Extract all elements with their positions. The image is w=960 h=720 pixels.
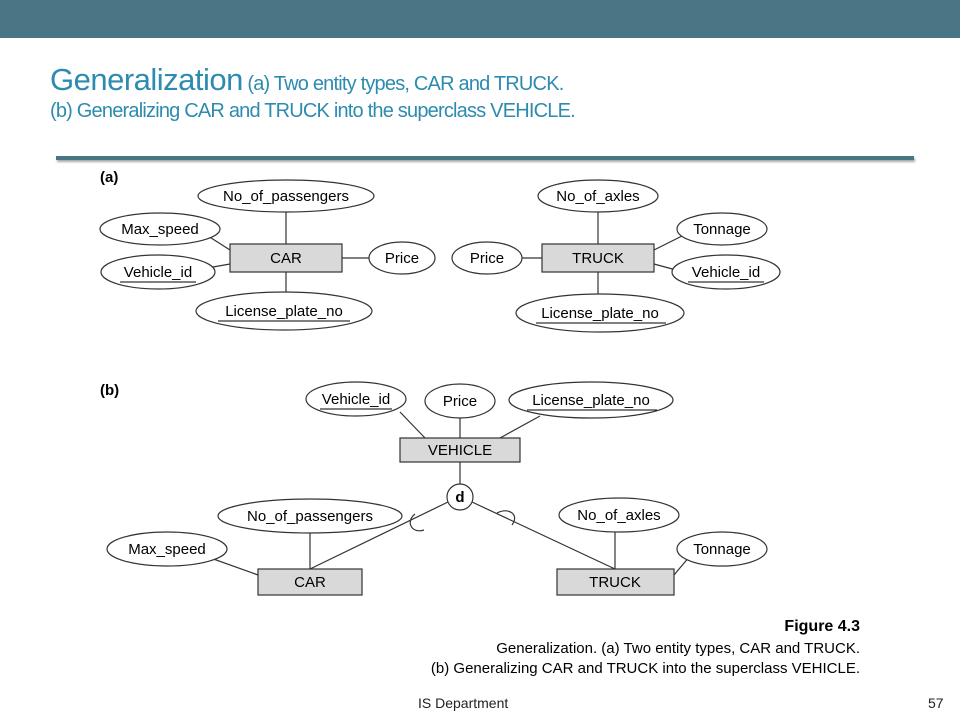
b-truck-attr-axles-ellipse — [558, 497, 680, 533]
a-car-attr-maxspeed: Max_speed — [121, 221, 199, 238]
title-subtitle-line1: (a) Two entity types, CAR and TRUCK. — [247, 73, 564, 95]
part-a-label: (a) — [100, 169, 118, 186]
b-truck-entity-box — [556, 568, 675, 596]
a-truck-entity-box — [541, 243, 655, 273]
b-truck-attr-axles: No_of_axles — [577, 507, 660, 524]
top-bar — [0, 0, 960, 38]
b-vehicle-entity: VEHICLE — [428, 442, 492, 459]
figure-caption-line1: Generalization. (a) Two entity types, CA… — [496, 640, 860, 657]
b-car-entity-box — [257, 568, 363, 596]
b-truck-entity: TRUCK — [589, 574, 641, 591]
a-car-entity-box — [229, 243, 343, 273]
figure-caption-line2: (b) Generalizing CAR and TRUCK into the … — [431, 660, 860, 677]
a-truck-attr-price: Price — [470, 250, 504, 267]
b-truck-attr-tonnage-ellipse — [676, 531, 768, 567]
a-truck-attr-price-ellipse — [451, 241, 523, 275]
a-truck-attr-vehicleid: Vehicle_id — [692, 264, 760, 281]
b-vehicle-attr-license-ellipse — [508, 381, 674, 419]
b-disjoint-circle — [446, 483, 474, 511]
b-vehicle-attr-price-ellipse — [424, 383, 496, 419]
a-truck-entity: TRUCK — [572, 250, 624, 267]
b-vehicle-entity-box — [399, 437, 521, 463]
a-car-attr-license: License_plate_no — [225, 303, 343, 320]
b-truck-attr-tonnage: Tonnage — [693, 541, 751, 558]
part-b-label: (b) — [100, 382, 119, 399]
b-car-entity: CAR — [294, 574, 326, 591]
b-vehicle-attr-price: Price — [443, 393, 477, 410]
b-car-attr-passengers: No_of_passengers — [247, 508, 373, 525]
a-car-attr-vehicleid-ellipse — [100, 254, 216, 290]
figure-number: Figure 4.3 — [784, 618, 860, 635]
title-rule — [56, 156, 914, 160]
b-vehicle-attr-vehicleid-ellipse — [305, 381, 407, 417]
a-truck-attr-tonnage-ellipse — [676, 212, 768, 246]
a-truck-attr-license: License_plate_no — [541, 305, 659, 322]
a-car-attr-price: Price — [385, 250, 419, 267]
a-car-attr-price-ellipse — [368, 241, 436, 275]
a-truck-attr-vehicleid-ellipse — [671, 254, 781, 290]
a-car-attr-vehicleid: Vehicle_id — [124, 264, 192, 281]
a-car-attr-passengers-ellipse — [197, 179, 375, 213]
b-car-attr-maxspeed: Max_speed — [128, 541, 206, 558]
footer-department: IS Department — [418, 695, 509, 711]
slide-title: Generalization (a) Two entity types, CAR… — [50, 64, 930, 121]
b-vehicle-attr-license: License_plate_no — [532, 392, 650, 409]
a-car-attr-passengers: No_of_passengers — [223, 188, 349, 205]
page-number: 57 — [928, 695, 944, 711]
a-car-entity: CAR — [270, 250, 302, 267]
a-truck-attr-axles: No_of_axles — [556, 188, 639, 205]
a-truck-attr-axles-ellipse — [537, 179, 659, 213]
title-subtitle-line2: (b) Generalizing CAR and TRUCK into the … — [50, 100, 576, 122]
title-main: Generalization — [50, 62, 243, 97]
b-vehicle-attr-vehicleid: Vehicle_id — [322, 391, 390, 408]
b-car-attr-maxspeed-ellipse — [106, 531, 228, 567]
b-car-attr-passengers-ellipse — [217, 498, 403, 534]
a-truck-attr-tonnage: Tonnage — [693, 221, 751, 238]
b-disjoint-label: d — [455, 489, 464, 506]
a-car-attr-maxspeed-ellipse — [99, 212, 221, 246]
